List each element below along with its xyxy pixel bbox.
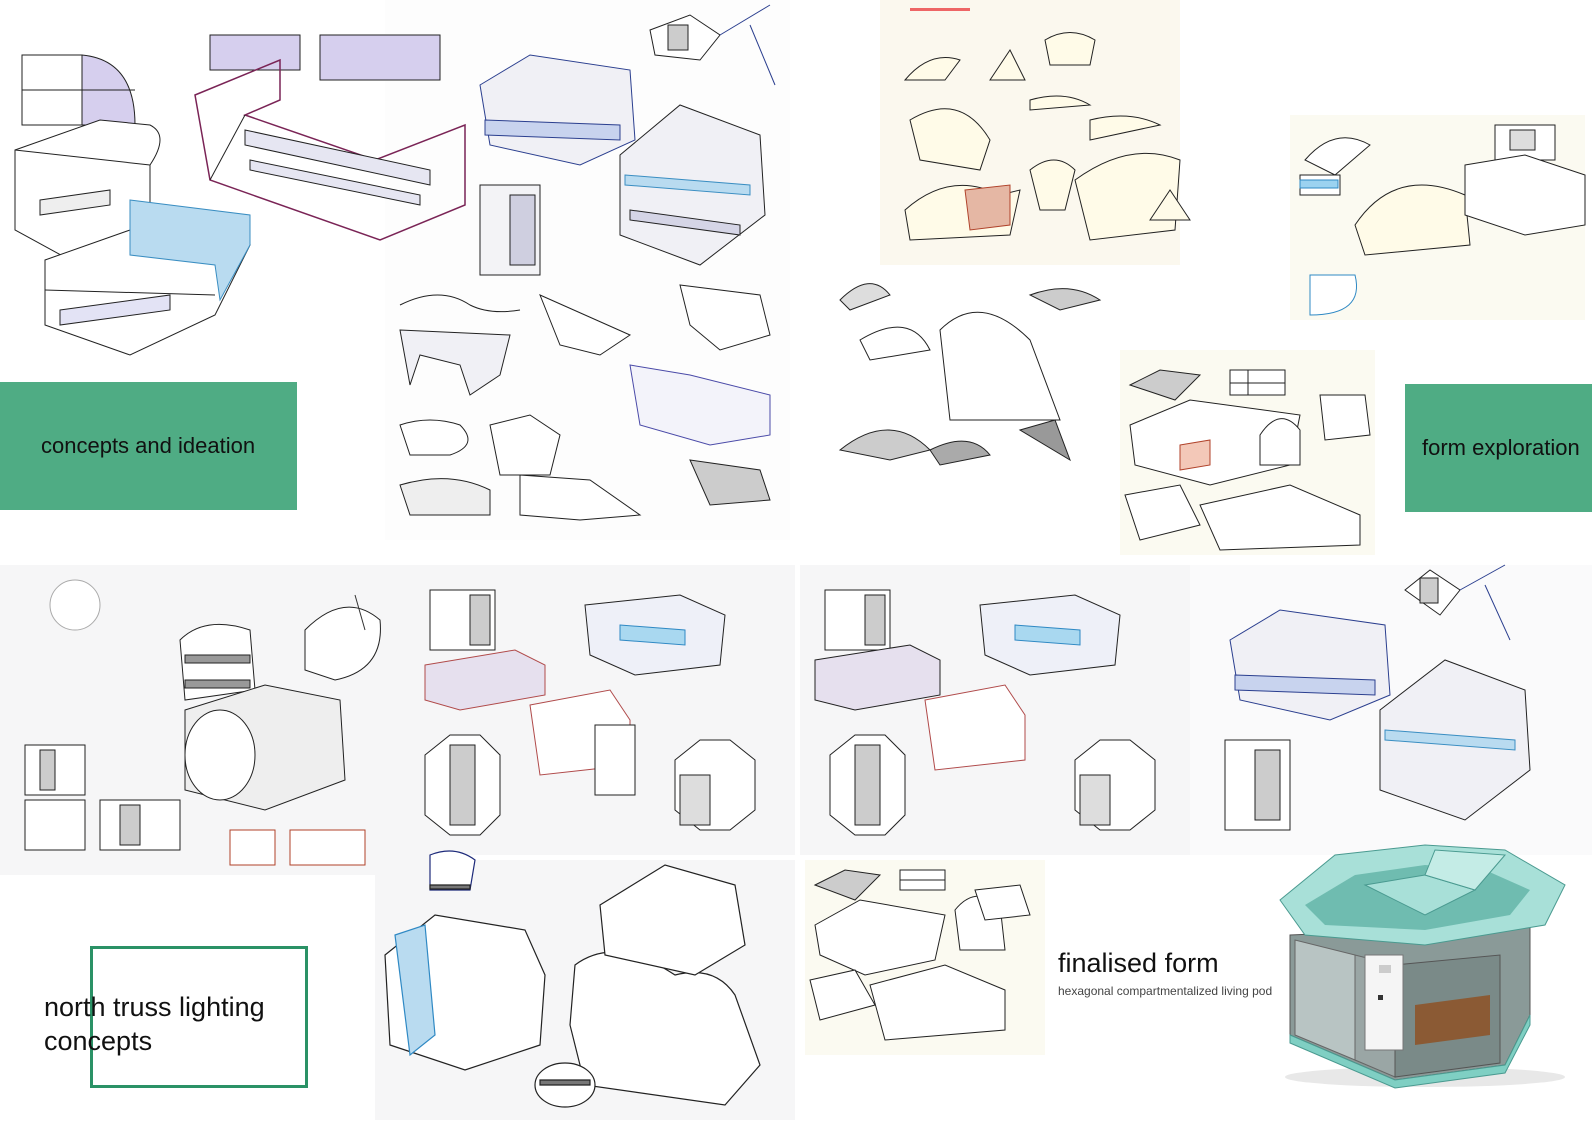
sketch-bottom-center: [375, 845, 795, 1120]
sketch-free-forms-mid: [830, 270, 1100, 485]
sketch-organic-forms: [890, 20, 1180, 260]
north-truss-outline-box: [90, 946, 308, 1088]
sketch-north-truss-mid: [420, 575, 790, 860]
concepts-and-ideation-text: concepts and ideation: [41, 433, 256, 458]
sketch-shapes-top-middle: [390, 275, 790, 535]
sketch-hex-blue-top: [470, 15, 780, 280]
red-annotation: [910, 8, 970, 11]
north-truss-label: north truss lighting concepts: [44, 990, 265, 1058]
north-truss-line-2: concepts: [44, 1026, 153, 1056]
sketch-bottom-cream: [805, 860, 1045, 1055]
sketch-frame-purple: [180, 30, 490, 245]
concepts-and-ideation-label: concepts and ideation: [0, 382, 297, 510]
hexagonal-pod-render: [1275, 845, 1575, 1090]
sketch-right-middle: [1295, 115, 1585, 320]
sketch-north-truss-right: [800, 575, 1190, 860]
sketch-north-truss-left: [5, 570, 435, 870]
form-exploration-text: form exploration: [1422, 435, 1580, 460]
sketch-hex-blue-bottom: [1215, 570, 1585, 850]
form-exploration-label: form exploration: [1405, 384, 1592, 512]
north-truss-line-1: north truss lighting: [44, 992, 265, 1022]
sketch-plan-small: [475, 180, 550, 280]
finalised-form-subtitle: hexagonal compartmentalized living pod: [1058, 984, 1273, 998]
sketch-right-lower: [1120, 355, 1380, 555]
finalised-form-title: finalised form: [1058, 948, 1219, 978]
sketch-block-top-left: [0, 30, 380, 370]
